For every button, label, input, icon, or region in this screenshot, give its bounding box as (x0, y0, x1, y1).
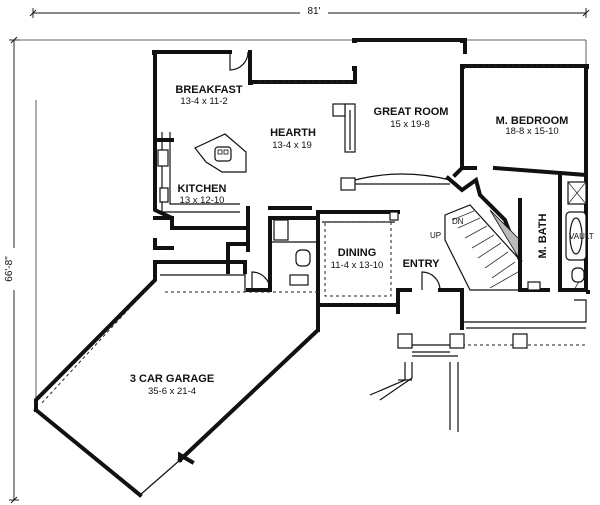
depth-dimension: 66'-8" (3, 36, 19, 504)
dining-size: 11-4 x 13-10 (331, 260, 384, 271)
vault-label: VAULT (569, 232, 594, 241)
great-room-arch (354, 173, 451, 181)
entry-name: ENTRY (403, 258, 441, 270)
garage-size: 35-6 x 21-4 (148, 386, 196, 397)
front-porch (369, 299, 587, 432)
breakfast-name: BREAKFAST (175, 84, 243, 96)
great-room-name: GREAT ROOM (374, 106, 449, 118)
entry-door (421, 271, 441, 291)
stair-down-label: DN (452, 217, 464, 226)
fireplace (332, 103, 356, 191)
great-room-size: 15 x 19-8 (390, 119, 430, 130)
room-garage: 3 CAR GARAGE 35-6 x 21-4 (130, 373, 214, 397)
room-dining: DINING 11-4 x 13-10 (331, 247, 384, 271)
room-hearth: HEARTH 13-4 x 19 (270, 127, 316, 151)
width-dimension: 81' (29, 4, 590, 18)
stair (444, 175, 523, 291)
room-entry: ENTRY (403, 258, 441, 270)
breakfast-size: 13-4 x 11-2 (180, 96, 227, 107)
kitchen-name: KITCHEN (178, 183, 227, 195)
kitchen-counters (157, 132, 247, 213)
room-master-bedroom: M. BEDROOM 18-8 x 15-10 (496, 115, 569, 137)
m-bedroom-name: M. BEDROOM (496, 115, 569, 127)
garage-walls (33, 238, 320, 498)
width-label: 81' (307, 6, 320, 17)
dining-name: DINING (338, 247, 377, 259)
m-bedroom-size: 18-8 x 15-10 (505, 126, 558, 137)
breakfast-door (229, 51, 249, 71)
window-marks (152, 38, 590, 294)
room-breakfast: BREAKFAST 13-4 x 11-2 (175, 84, 243, 107)
m-bath-name: M. BATH (537, 213, 549, 258)
depth-label: 66'-8" (4, 256, 15, 282)
stair-up-label: UP (430, 231, 441, 240)
garage-name: 3 CAR GARAGE (130, 373, 214, 385)
room-great-room: GREAT ROOM 15 x 19-8 (374, 106, 449, 130)
kitchen-size: 13 x 12-10 (180, 195, 225, 206)
room-kitchen: KITCHEN 13 x 12-10 (178, 183, 227, 206)
hearth-size: 13-4 x 19 (272, 140, 312, 151)
dining-ceiling (324, 221, 392, 297)
powder-laundry (226, 216, 320, 292)
master-bath (518, 173, 588, 292)
hearth-name: HEARTH (270, 127, 316, 139)
room-master-bath: M. BATH (537, 213, 549, 258)
center-walls (246, 206, 400, 332)
